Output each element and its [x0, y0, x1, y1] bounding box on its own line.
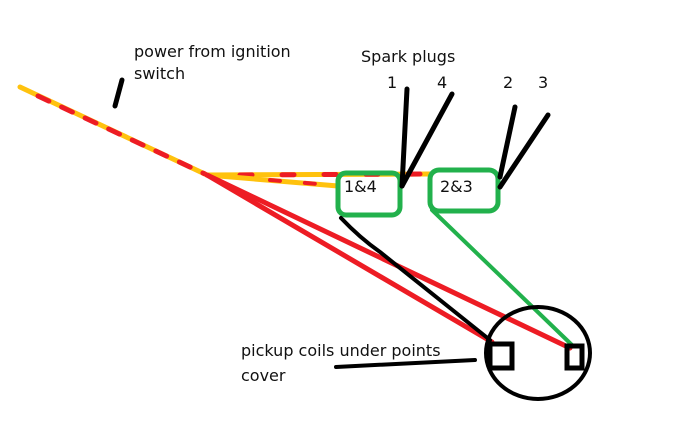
power-wire-to-coil-14-dashes: [268, 178, 332, 187]
plug-number-4: 4: [437, 73, 448, 92]
power-label-pointer: [112, 77, 125, 109]
coil-2-3-label: 2&3: [440, 177, 473, 196]
power-label-line-1: power from ignition: [134, 42, 291, 61]
plug-lead-4: [399, 91, 455, 189]
black-wire-coil-14-to-pickup: [339, 216, 492, 342]
green-wire-coil-23-to-pickup: [430, 208, 575, 348]
coil-2-3-box: [427, 167, 501, 214]
red-wire-to-pickup-left: [204, 172, 495, 345]
power-wire-dashes: [35, 93, 208, 177]
pickup-coil-right: [564, 343, 585, 371]
plug-number-3: 3: [538, 73, 549, 92]
spark-plugs-title: Spark plugs: [361, 47, 456, 66]
pickup-label-line-2: cover: [241, 366, 286, 385]
power-wire-to-coil-23-dashes: [237, 171, 423, 178]
plug-number-1: 1: [387, 73, 398, 92]
pickup-label-pointer: [334, 358, 477, 369]
coil-1-4-box: [335, 170, 403, 218]
plug-lead-2: [497, 104, 518, 180]
red-wire-to-pickup-right: [204, 172, 573, 351]
pickup-coil-left: [487, 341, 515, 371]
plug-lead-1: [399, 86, 410, 189]
plug-lead-3: [497, 112, 551, 190]
power-label-line-2: switch: [134, 64, 186, 83]
points-cover-circle: [484, 305, 592, 401]
coil-1-4-label: 1&4: [344, 177, 377, 196]
plug-number-2: 2: [503, 73, 514, 92]
pickup-label-line-1: pickup coils under points: [241, 341, 441, 360]
